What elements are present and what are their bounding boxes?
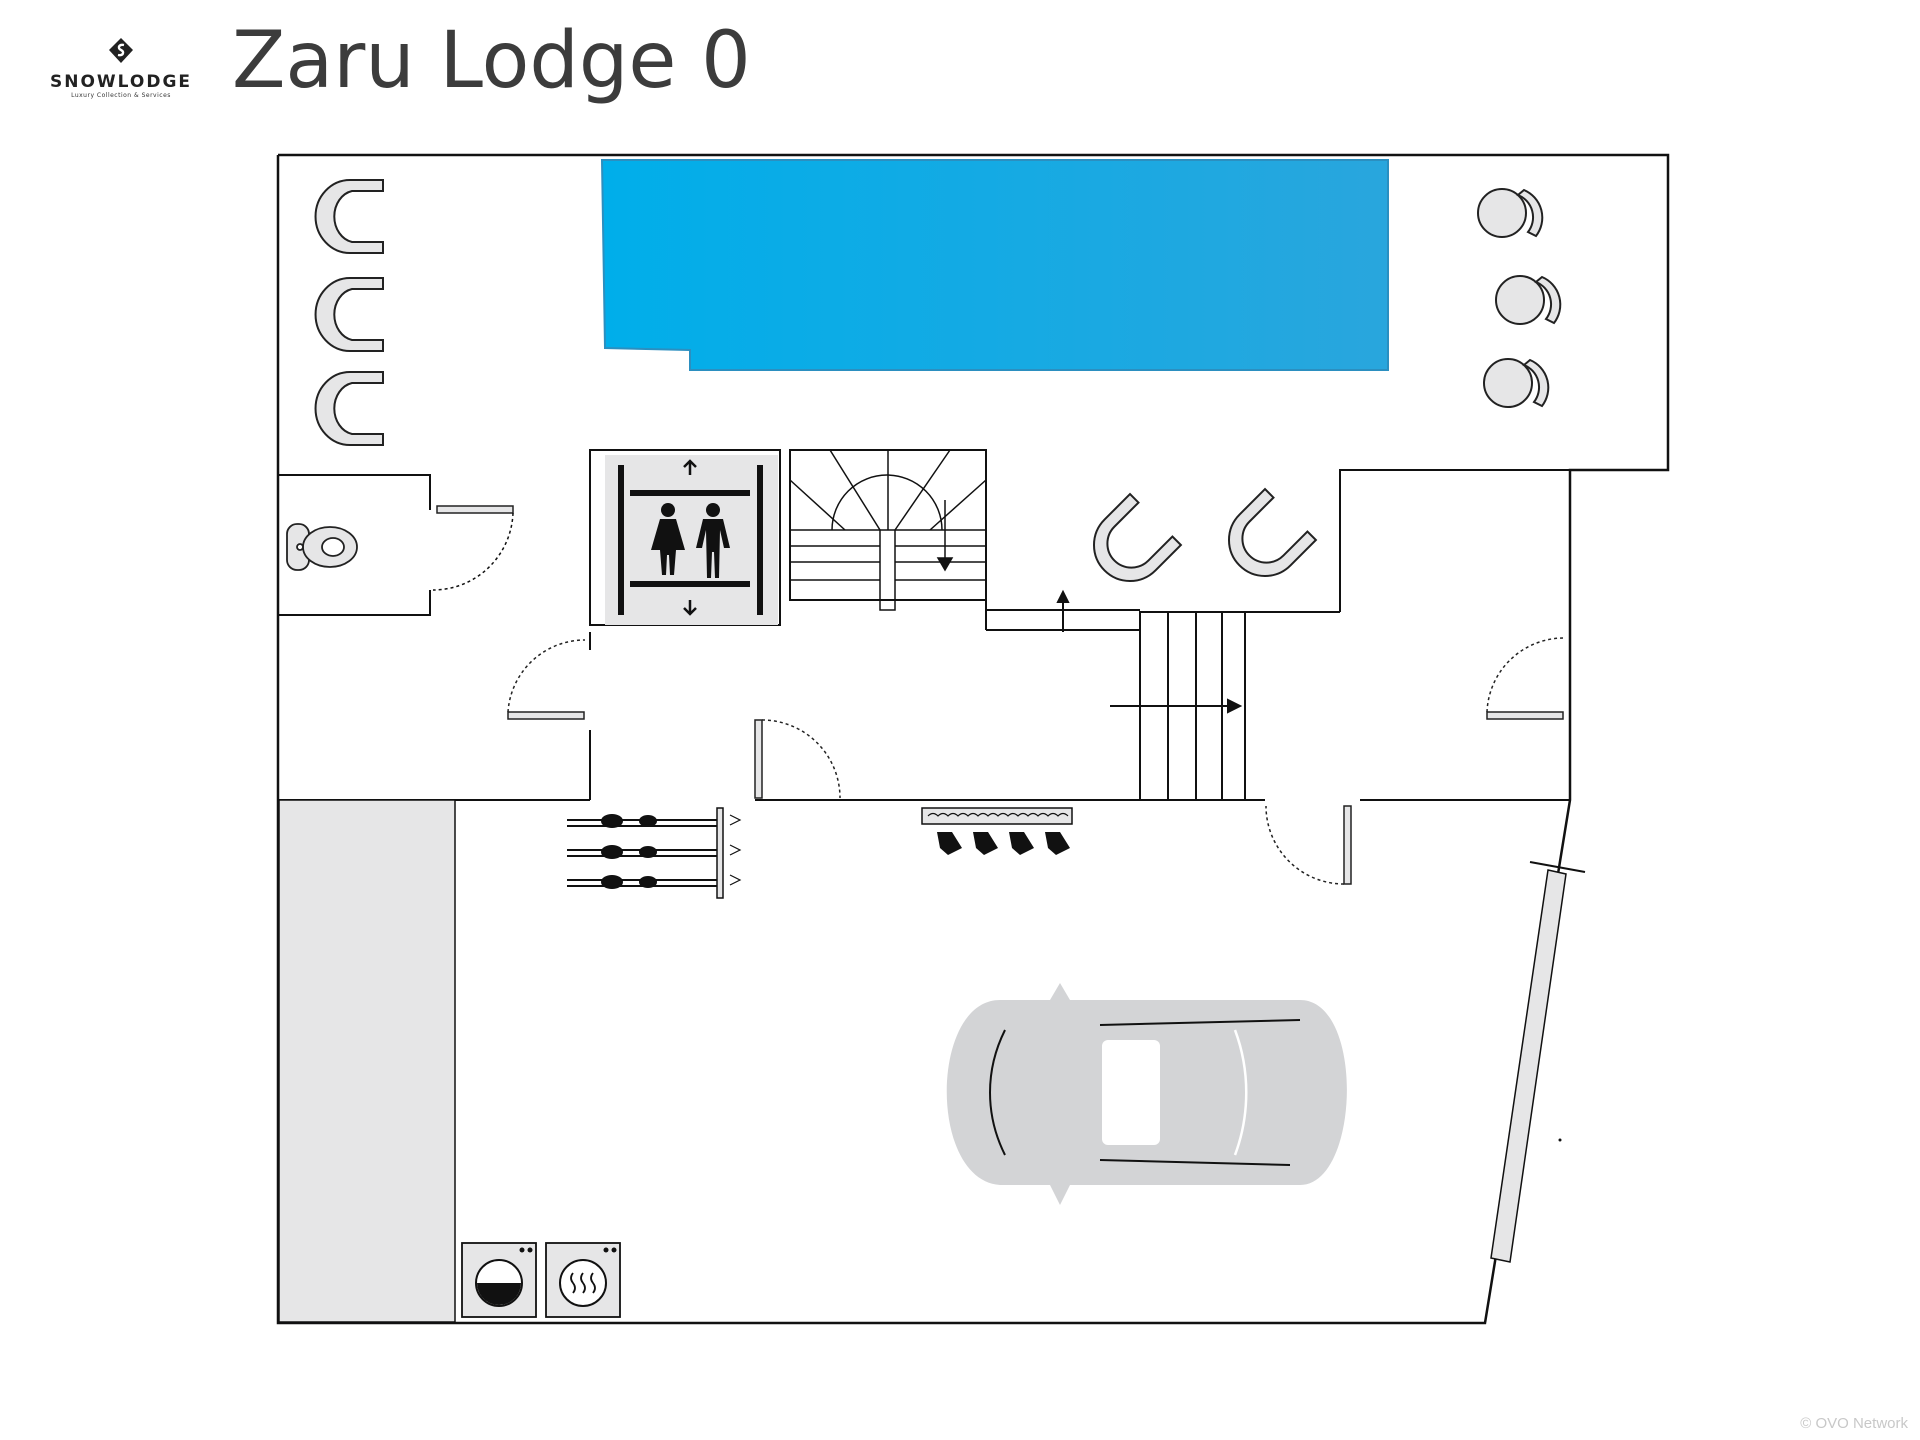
door-icon [507, 639, 586, 720]
wc-room [278, 474, 514, 616]
toilet-icon [286, 523, 358, 571]
lounger-group [314, 179, 384, 446]
person-female-icon [651, 503, 685, 575]
wc-door-leaf [436, 505, 514, 514]
dryer-icon [545, 1242, 621, 1318]
s-diamond-logo-icon [109, 38, 133, 63]
storage-strip [278, 799, 456, 1323]
lounger-icon [314, 277, 384, 352]
page-title: Zaru Lodge 0 [232, 16, 751, 106]
logo-brand-name: SNOWLODGE [49, 72, 193, 92]
pool [600, 159, 1389, 371]
lounger-icon [1228, 487, 1318, 577]
door-icon [754, 719, 841, 799]
brand-logo: SNOWLODGE Luxury Collection & Services [46, 36, 196, 99]
chair-icon [1483, 358, 1550, 408]
door-icon [432, 512, 514, 591]
chair-group [1477, 188, 1562, 408]
watermark: © OVO Network [1800, 1415, 1908, 1432]
interior-walls [278, 469, 1571, 801]
stairs-icon [789, 449, 987, 611]
logo-tagline: Luxury Collection & Services [71, 92, 171, 99]
person-male-icon [696, 503, 730, 578]
chair-icon [1477, 188, 1544, 238]
washing-machine-icon [461, 1242, 537, 1318]
car-icon [946, 983, 1347, 1205]
door-icon [1486, 637, 1564, 720]
chair-icon [1495, 275, 1562, 325]
garage-door [1490, 861, 1586, 1263]
elevator-icon [589, 449, 781, 626]
lounger-icon [314, 179, 384, 254]
ski-rack-icon [567, 807, 742, 899]
door-icon [1265, 805, 1352, 885]
door-group [507, 637, 1564, 885]
lounger-icon [1093, 492, 1183, 582]
lounger-group-rotated [1093, 487, 1318, 582]
boot-dryer-icon [921, 807, 1073, 855]
outer-walls [276, 153, 1670, 1325]
lounger-icon [314, 371, 384, 446]
